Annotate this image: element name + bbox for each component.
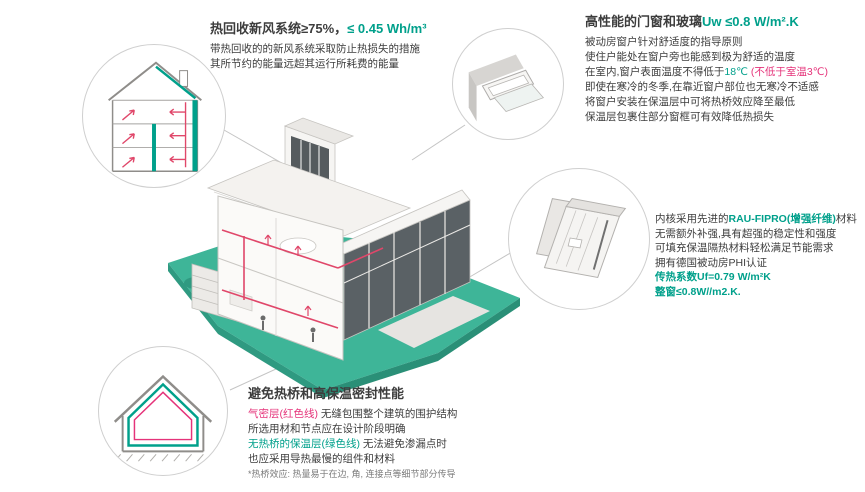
airtight-layer-label: 气密层(红色线)	[248, 408, 318, 420]
u-value-frame: 传热系数Uf=0.79 W/m²K	[655, 271, 771, 283]
red-airflow-arrows	[122, 102, 187, 168]
insulation-layer-label: 无热桥的保温层(绿色线)	[248, 438, 360, 450]
windows-title: 高性能的门窗和玻璃Uw ≤0.8 W/m².K	[585, 13, 863, 31]
text-line: 使住户能处在窗户旁也能感到极为舒适的温度	[585, 51, 795, 63]
profile-brand-name: RAU-FIPRO(增强纤维)	[728, 213, 836, 225]
windows-title-main: 高性能的门窗和玻璃	[585, 14, 703, 29]
airtight-layer-line	[133, 391, 193, 441]
gasket	[592, 220, 609, 270]
window-corner-illustration	[468, 54, 545, 122]
ground-hatch	[114, 454, 204, 462]
isometric-house-illustration	[168, 117, 520, 398]
ventilation-title-value: ≤ 0.45 Wh/m³	[347, 21, 427, 36]
text-line: 拥有德国被动房PHI认证	[655, 256, 768, 269]
text-line: 所选用材和节点应在设计阶段明确	[248, 423, 406, 435]
text-line: 无需额外补强,具有超强的稳定性和强度	[655, 227, 837, 240]
thermal-envelope-illustration	[113, 374, 213, 462]
thermal-footnote: *热桥效应: 热量易于在边, 角, 连接点等细节部分传导	[248, 469, 456, 479]
text-line: 在室内,窗户表面温度不得低于18℃ (不低于室温3℃)	[585, 65, 863, 80]
window-profile-circle	[508, 168, 650, 310]
airtight-layer-desc: 无缝包围整个建筑的围护结构	[320, 408, 458, 420]
ventilation-detail-circle	[82, 44, 226, 188]
insulation-layer-desc: 无法避免渗漏点时	[362, 438, 447, 450]
windows-line3-temperature: 18℃	[724, 66, 748, 78]
windows-body: 被动房窗户针对舒适度的指导原则 使住户能处在窗户旁也能感到极为舒适的温度 在室内…	[585, 35, 863, 125]
ventilation-callout: 热回收新风系统≥75%，≤ 0.45 Wh/m³ 带热回收的的新风系统采取防止热…	[210, 20, 510, 72]
profile-line1-suffix: 材料	[835, 213, 857, 225]
text-line: 带热回收的的新风系统采取防止热损失的措施	[210, 43, 420, 55]
window-profile-illustration	[535, 198, 627, 279]
thermal-callout: 避免热桥和高保温密封性能 气密层(红色线) 无缝包围整个建筑的围护结构 所选用材…	[248, 385, 538, 482]
profile-callout: 内核采用先进的RAU-FIPRO(增强纤维)材料 无需额外补强,具有超强的稳定性…	[655, 212, 865, 299]
text-line: 其所节约的能量远超其运行所耗费的能量	[210, 58, 399, 70]
text-line: 被动房窗户针对舒适度的指导原则	[585, 36, 743, 48]
ventilation-title: 热回收新风系统≥75%，≤ 0.45 Wh/m³	[210, 20, 510, 38]
windows-line3-note: (不低于室温3℃)	[750, 66, 828, 78]
windows-line3-prefix: 在室内,窗户表面温度不得低于	[585, 66, 725, 78]
thermal-envelope-circle	[98, 346, 228, 476]
text-line: 将窗户安装在保温层中可将热桥效应降至最低	[585, 96, 795, 108]
ventilation-title-main: 热回收新风系统≥75%，	[210, 21, 348, 36]
text-line: 保温层包裹住部分窗框可有效降低热损失	[585, 111, 774, 123]
profile-line1-prefix: 内核采用先进的	[655, 213, 729, 225]
text-line: 即使在寒冷的冬季,在靠近窗户部位也无寒冷不适感	[585, 81, 819, 93]
ventilation-body: 带热回收的的新风系统采取防止热损失的措施 其所节约的能量远超其运行所耗费的能量	[210, 42, 510, 72]
thermal-title: 避免热桥和高保温密封性能	[248, 386, 405, 401]
airflow-arrows	[264, 234, 312, 316]
ventilation-ducts	[221, 229, 384, 329]
windows-callout: 高性能的门窗和玻璃Uw ≤0.8 W/m².K 被动房窗户针对舒适度的指导原则 …	[585, 13, 863, 125]
text-line: 无热桥的保温层(绿色线) 无法避免渗漏点时	[248, 437, 538, 452]
text-line: 可填充保温隔热材料轻松满足节能需求	[655, 242, 834, 254]
occupant-figures	[260, 315, 316, 342]
window-corner-circle	[452, 28, 564, 140]
text-line: 内核采用先进的RAU-FIPRO(增强纤维)材料	[655, 212, 865, 227]
thermal-body: 气密层(红色线) 无缝包围整个建筑的围护结构 所选用材和节点应在设计阶段明确 无…	[248, 407, 538, 482]
text-line: 也应采用导热最慢的组件和材料	[248, 453, 395, 465]
house-section-illustration	[108, 61, 202, 172]
text-line: 气密层(红色线) 无缝包围整个建筑的围护结构	[248, 407, 538, 422]
insulation-layer-line	[127, 382, 199, 447]
teal-insulation-elements	[152, 65, 198, 172]
windows-title-value: Uw ≤0.8 W/m².K	[702, 14, 799, 29]
u-value-window: 整窗≤0.8W//m2.K.	[655, 285, 741, 298]
